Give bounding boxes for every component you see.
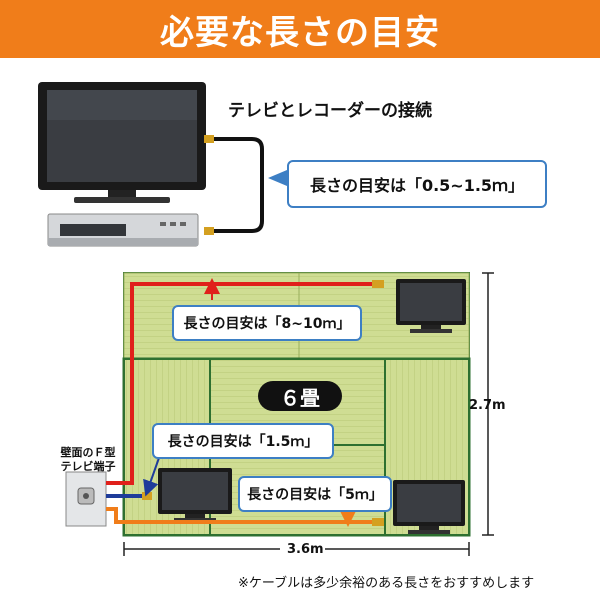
orange-cable-connector xyxy=(372,518,384,526)
callout-red-length: 長さの目安は「8~10ｍ」 xyxy=(172,305,362,341)
tv-bottom-right-icon xyxy=(393,480,465,534)
blue-cable-connector xyxy=(142,492,152,500)
callout-blue-length: 長さの目安は「1.5ｍ」 xyxy=(152,423,334,459)
red-cable-connector xyxy=(372,280,384,288)
short-cable-icon xyxy=(204,135,264,235)
blue-arrow xyxy=(143,454,161,497)
tv-top-right-icon xyxy=(396,279,466,333)
connection-subtitle: テレビとレコーダーの接続 xyxy=(228,101,432,121)
header-bar: 必要な長さの目安 xyxy=(0,0,600,58)
orange-cable xyxy=(106,507,378,524)
footnote: ※ケーブルは多少余裕のある長さをおすすめします xyxy=(238,576,535,591)
red-cable xyxy=(106,282,378,485)
room-width-label: 3.6m xyxy=(287,542,324,557)
callout-top-pointer xyxy=(268,170,287,186)
wall-outlet-icon xyxy=(65,471,107,527)
wall-outlet-label: 壁面のＦ型 テレビ端子 xyxy=(60,446,116,473)
callout-recorder-length: 長さの目安は「0.5~1.5ｍ」 xyxy=(287,160,547,208)
height-dimension xyxy=(482,272,494,536)
page-title: 必要な長さの目安 xyxy=(160,12,440,53)
recorder-icon xyxy=(47,213,199,247)
room-size-label: ６畳 xyxy=(258,381,342,411)
tv-center-icon xyxy=(158,468,232,522)
callout-orange-length: 長さの目安は「5ｍ」 xyxy=(238,476,392,512)
tv-large-icon xyxy=(38,82,206,203)
room-height-label: 2.7m xyxy=(469,398,506,413)
width-dimension xyxy=(123,542,470,556)
